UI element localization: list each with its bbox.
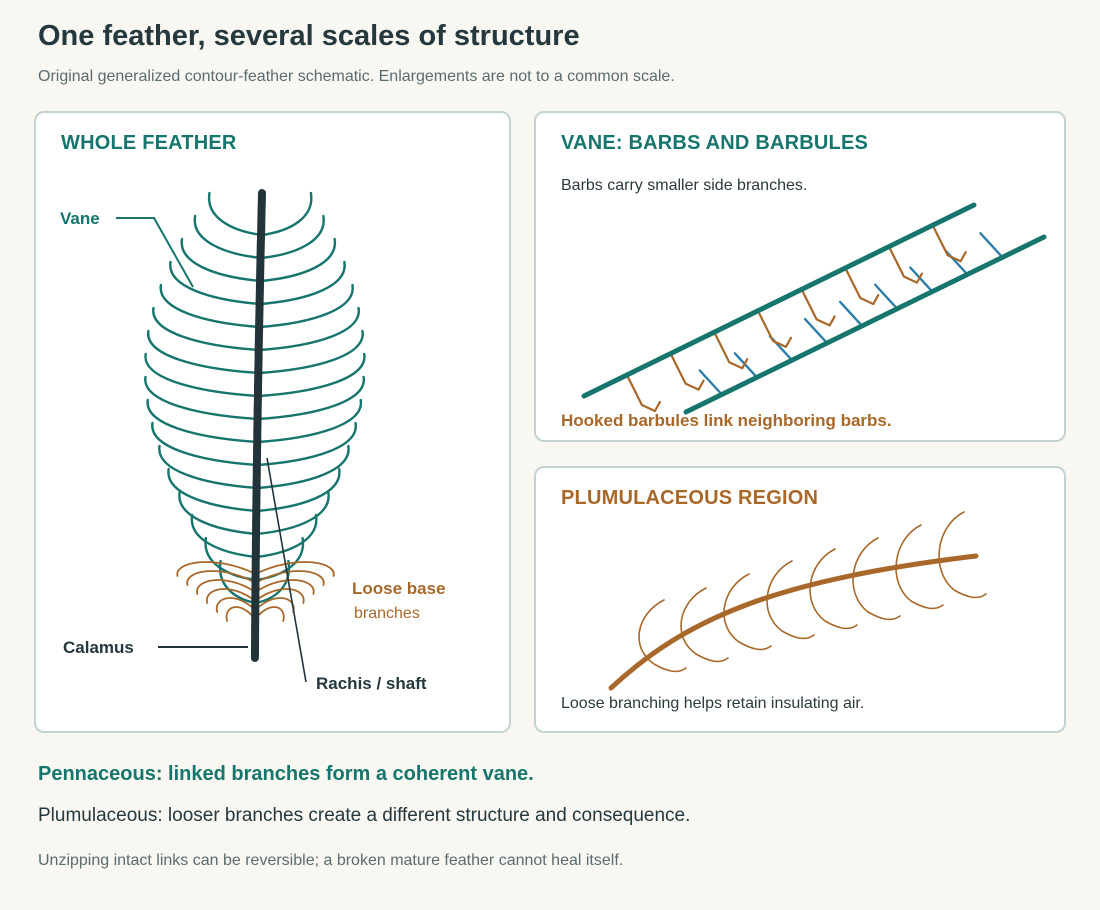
vane-panel: VANE: BARBS AND BARBULES Barbs carry sma… bbox=[534, 111, 1066, 442]
branches-label: branches bbox=[354, 605, 420, 622]
barbule-branch bbox=[979, 232, 1004, 259]
left-barb bbox=[146, 398, 260, 444]
hooked-barbule bbox=[931, 224, 967, 263]
vane-heading: VANE: BARBS AND BARBULES bbox=[561, 132, 869, 154]
hooked-barbule bbox=[844, 266, 880, 306]
loose-branch bbox=[938, 511, 987, 599]
left-barb bbox=[178, 490, 258, 536]
right-barb bbox=[255, 490, 330, 536]
right-barb bbox=[258, 306, 360, 352]
left-barb bbox=[144, 375, 260, 421]
whole-feather-panel: WHOLE FEATHER Vane Loose base branches C… bbox=[34, 111, 511, 733]
vane-leader-line bbox=[116, 217, 194, 288]
loose-base-branch bbox=[215, 597, 257, 613]
page-title: One feather, several scales of structure bbox=[38, 20, 580, 52]
loose-base-branch bbox=[254, 570, 325, 586]
lower-barb bbox=[683, 234, 1047, 415]
left-barb bbox=[144, 352, 260, 398]
vane-top-note: Barbs carry smaller side branches. bbox=[561, 177, 808, 194]
hooked-barbule bbox=[713, 331, 749, 370]
right-barb bbox=[255, 444, 350, 490]
left-barb bbox=[180, 237, 263, 283]
pennaceous-summary: Pennaceous: linked branches form a coher… bbox=[38, 763, 534, 785]
loose-branch bbox=[895, 524, 944, 610]
whole-feather-heading: WHOLE FEATHER bbox=[61, 132, 237, 154]
right-barb bbox=[259, 260, 346, 306]
loose-base-label: Loose base bbox=[352, 579, 446, 598]
page-subtitle: Original generalized contour-feather sch… bbox=[38, 68, 675, 85]
hooked-barbule bbox=[800, 288, 836, 327]
loose-base-branch bbox=[225, 606, 257, 622]
right-barb bbox=[255, 513, 318, 559]
left-barb bbox=[159, 283, 262, 329]
loose-branch bbox=[852, 537, 901, 621]
barbule-branch bbox=[838, 300, 864, 328]
left-barb bbox=[152, 306, 261, 352]
loose-branch bbox=[766, 560, 815, 640]
left-barb bbox=[190, 513, 258, 559]
right-barb bbox=[256, 398, 362, 444]
left-barb bbox=[167, 467, 258, 513]
loose-branch bbox=[809, 548, 858, 630]
right-barb bbox=[259, 237, 336, 283]
barbule-branch bbox=[874, 283, 899, 310]
hooked-barbule bbox=[669, 352, 705, 391]
vane-label: Vane bbox=[60, 209, 100, 228]
right-barb bbox=[256, 421, 357, 467]
hooked-barbule bbox=[756, 309, 793, 348]
loose-base-branch bbox=[176, 561, 257, 577]
barbule-branch bbox=[909, 266, 934, 293]
vane-bottom-note: Hooked barbules link neighboring barbs. bbox=[561, 411, 892, 430]
whole-feather-diagram bbox=[116, 189, 366, 683]
plumulaceous-note: Loose branching helps retain insulating … bbox=[561, 695, 865, 712]
calamus-label: Calamus bbox=[63, 638, 134, 657]
loose-base-branch bbox=[206, 588, 257, 604]
plumulaceous-shaft bbox=[608, 553, 979, 691]
left-barb bbox=[147, 329, 261, 375]
left-barb bbox=[207, 191, 264, 237]
loose-base-branch bbox=[254, 561, 335, 577]
hooked-barbule bbox=[625, 373, 661, 413]
right-barb bbox=[257, 352, 366, 398]
plumulaceous-heading: PLUMULACEOUS REGION bbox=[561, 487, 819, 509]
right-barb bbox=[258, 283, 354, 329]
left-barb bbox=[151, 421, 259, 467]
loose-branch bbox=[723, 573, 772, 651]
plumulaceous-panel: PLUMULACEOUS REGION Loose branching help… bbox=[534, 466, 1066, 733]
left-barb bbox=[193, 214, 263, 260]
right-barb bbox=[255, 467, 341, 513]
barbule-branch bbox=[698, 369, 724, 396]
upper-barb bbox=[581, 202, 977, 399]
loose-branch bbox=[680, 587, 729, 663]
right-barb bbox=[260, 191, 313, 237]
loose-base-branch bbox=[254, 597, 295, 613]
repair-note: Unzipping intact links can be reversible… bbox=[38, 852, 624, 869]
right-barb bbox=[257, 329, 364, 375]
loose-base-branch bbox=[196, 579, 257, 595]
loose-base-branch bbox=[186, 570, 257, 586]
right-barb bbox=[260, 214, 325, 260]
right-barb bbox=[256, 375, 365, 421]
rachis-leader-line bbox=[266, 457, 307, 683]
barbule-branch bbox=[803, 317, 829, 345]
plumulaceous-diagram bbox=[608, 511, 987, 691]
barbule-branch bbox=[733, 352, 759, 379]
left-barb bbox=[158, 444, 259, 490]
loose-base-branch bbox=[254, 606, 285, 622]
rachis-label: Rachis / shaft bbox=[316, 674, 427, 693]
hooked-barbule bbox=[887, 245, 924, 284]
barbs-barbules-diagram bbox=[581, 202, 1047, 415]
loose-base-branch bbox=[254, 579, 315, 595]
plumulaceous-summary: Plumulaceous: looser branches create a d… bbox=[38, 805, 691, 826]
loose-branch bbox=[638, 599, 687, 673]
barbule-branch bbox=[944, 249, 969, 276]
left-barb bbox=[169, 260, 262, 306]
rachis-shaft bbox=[250, 189, 266, 662]
